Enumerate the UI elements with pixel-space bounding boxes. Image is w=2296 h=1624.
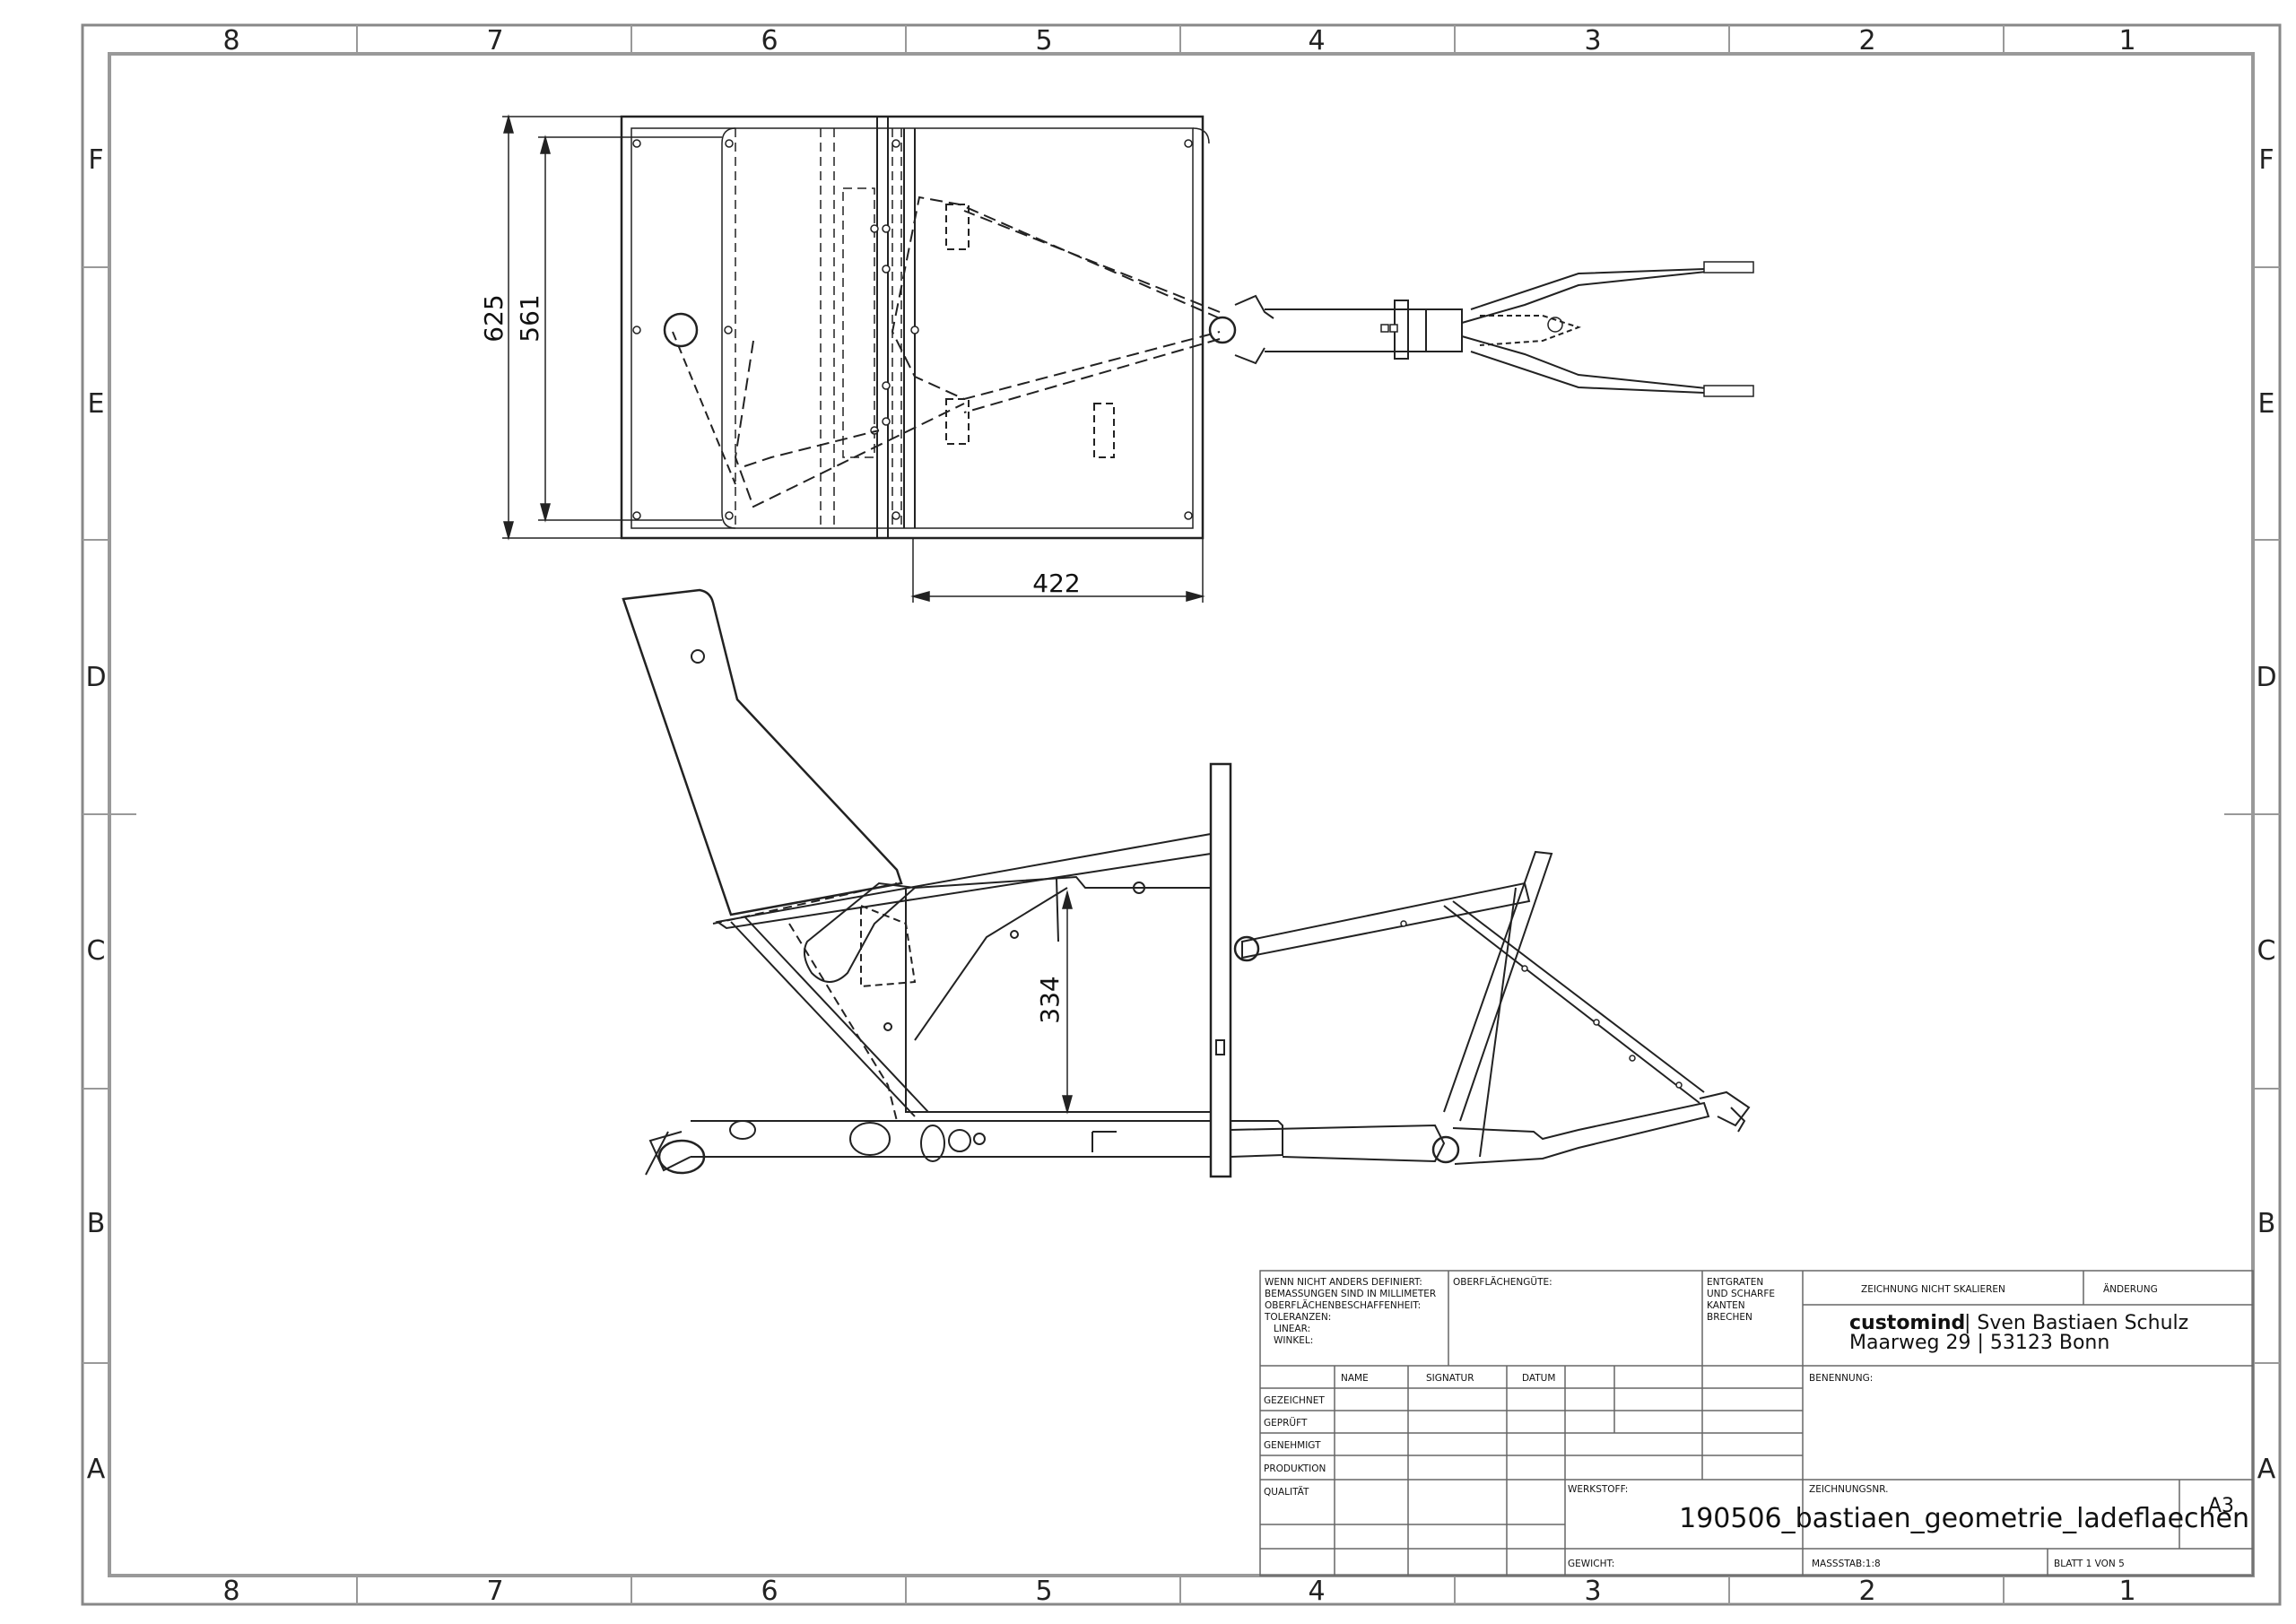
dim-422: 422 <box>1032 569 1080 598</box>
deburr-line-3: KANTEN <box>1707 1300 1745 1311</box>
zone-row-c-right: C <box>2257 935 2276 967</box>
note-line-6: WINKEL: <box>1274 1335 1313 1346</box>
zone-col-6-top: 6 <box>761 25 778 56</box>
zone-col-2-bottom: 2 <box>1858 1576 1875 1607</box>
revision-label: ÄNDERUNG <box>2103 1283 2158 1295</box>
col-name: NAME <box>1341 1373 1369 1384</box>
deburr-line-2: UND SCHARFE <box>1707 1289 1775 1299</box>
zone-col-4-top: 4 <box>1308 25 1325 56</box>
zone-row-d-left: D <box>85 662 106 693</box>
zone-row-b-right: B <box>2257 1208 2276 1239</box>
zone-row-b-left: B <box>87 1208 106 1239</box>
zone-row-e-left: E <box>88 388 105 420</box>
note-line-1: WENN NICHT ANDERS DEFINIERT: <box>1265 1277 1422 1288</box>
scale-label: MASSSTAB:1:8 <box>1812 1559 1881 1569</box>
zone-col-1-bottom: 1 <box>2118 1576 2135 1607</box>
zone-col-8-top: 8 <box>222 25 239 56</box>
col-date: DATUM <box>1522 1373 1555 1384</box>
note-line-3: OBERFLÄCHENBESCHAFFENHEIT: <box>1265 1299 1421 1311</box>
zone-col-2-top: 2 <box>1858 25 1875 56</box>
surface-finish-label: OBERFLÄCHENGÜTE: <box>1453 1276 1552 1288</box>
title-block-text: WENN NICHT ANDERS DEFINIERT: BEMASSUNGEN… <box>1264 1276 2249 1569</box>
zone-col-3-bottom: 3 <box>1584 1576 1601 1607</box>
side-view <box>622 588 1751 1178</box>
material-label: WERKSTOFF: <box>1568 1484 1628 1495</box>
zone-row-f-right: F <box>2258 144 2274 176</box>
title-block <box>1259 1270 2254 1576</box>
row-drawn: GEZEICHNET <box>1264 1395 1325 1406</box>
sheet-label: BLATT 1 VON 5 <box>2054 1559 2125 1569</box>
row-checked: GEPRÜFT <box>1264 1417 1308 1429</box>
zone-col-6-bottom: 6 <box>761 1576 778 1607</box>
note-line-2: BEMASSUNGEN SIND IN MILLIMETER <box>1265 1289 1436 1299</box>
zone-row-a-left: A <box>87 1454 106 1485</box>
zone-col-8-bottom: 8 <box>222 1576 239 1607</box>
zone-col-5-top: 5 <box>1035 25 1052 56</box>
zone-labels: 8 7 6 5 4 3 2 1 8 7 6 5 4 3 2 1 F E D C … <box>85 25 2276 1607</box>
col-signature: SIGNATUR <box>1426 1373 1474 1384</box>
dim-561: 561 <box>515 294 544 342</box>
zone-col-7-bottom: 7 <box>486 1576 503 1607</box>
company-name: customind <box>1849 1312 1965 1334</box>
drawing-no-label: ZEICHNUNGSNR. <box>1809 1484 1888 1495</box>
note-line-5: LINEAR: <box>1274 1324 1310 1334</box>
zone-col-5-bottom: 5 <box>1035 1576 1052 1607</box>
zone-col-1-top: 1 <box>2118 25 2135 56</box>
deburr-line-4: BRECHEN <box>1707 1312 1752 1323</box>
row-quality: QUALITÄT <box>1264 1486 1309 1498</box>
zone-col-4-bottom: 4 <box>1308 1576 1325 1607</box>
note-line-4: TOLERANZEN: <box>1264 1312 1331 1323</box>
side-dimension-334 <box>1062 890 1073 1115</box>
zone-row-f-left: F <box>88 144 103 176</box>
top-view <box>620 115 1754 540</box>
dim-625: 625 <box>479 294 509 342</box>
row-production: PRODUKTION <box>1264 1463 1326 1474</box>
company-address: Maarweg 29 | 53123 Bonn <box>1849 1332 2109 1354</box>
top-platform-outline <box>620 115 1205 540</box>
deburr-line-1: ENTGRATEN <box>1707 1277 1763 1288</box>
zone-row-a-right: A <box>2257 1454 2276 1485</box>
zone-row-c-left: C <box>87 935 106 967</box>
zone-row-d-right: D <box>2256 662 2276 693</box>
no-scale-note: ZEICHNUNG NICHT SKALIEREN <box>1861 1284 2005 1295</box>
company-owner: | Sven Bastiaen Schulz <box>1964 1312 2188 1334</box>
drawing-number: 190506_bastiaen_geometrie_ladeflaechen <box>1679 1503 2249 1534</box>
outer-frame <box>81 23 2282 1606</box>
zone-col-3-top: 3 <box>1584 25 1601 56</box>
weight-label: GEWICHT: <box>1568 1559 1614 1569</box>
designation-label: BENENNUNG: <box>1809 1373 1873 1384</box>
zone-row-e-right: E <box>2258 388 2275 420</box>
row-approved: GENEHMIGT <box>1264 1440 1321 1451</box>
zone-col-7-top: 7 <box>486 25 503 56</box>
dim-334: 334 <box>1035 976 1065 1023</box>
sheet-size: A3 <box>2208 1495 2234 1517</box>
top-dimensions <box>502 114 1205 603</box>
zone-ticks <box>83 25 2280 1604</box>
